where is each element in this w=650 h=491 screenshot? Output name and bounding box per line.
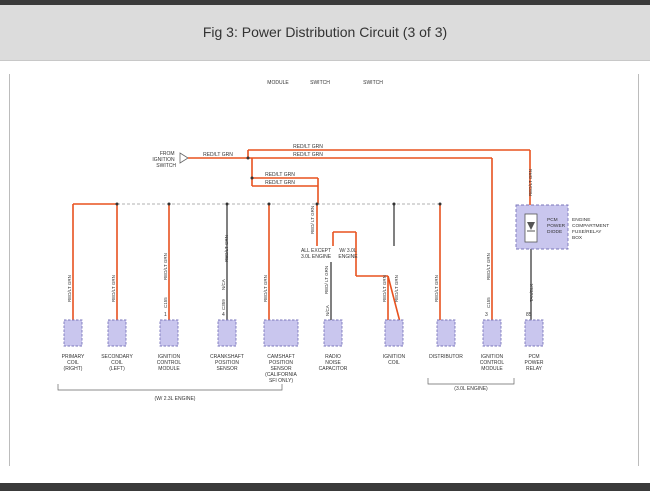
component-box-9 [524,319,544,347]
top-label-switch-1: SWITCH [310,80,330,86]
conn-label-c2: C155 [163,297,168,308]
wire-label-c6-b: RED/LT GRN [394,275,399,302]
wire-label-c9: TAN/BLK [529,284,534,302]
pin-c8: 3 [485,312,488,318]
wire-label-c0: RED/LT GRN [67,275,72,302]
conn-label-c3: C359 [221,299,226,310]
component-box-7 [436,319,456,347]
pin-labels: 1 4 3 85 [164,312,532,318]
wire-label-c4: RED/LT GRN [263,275,268,302]
splice-dots [115,156,442,206]
extra-label-c3: N/CA [221,279,226,290]
figure-header: Fig 3: Power Distribution Circuit (3 of … [0,5,650,61]
wire-label-feed-a: RED/LT GRN [203,152,233,158]
wire-label-c2: RED/LT GRN [163,253,168,280]
extra-label-c5: N/CA [325,305,330,316]
pin-c9: 85 [526,312,532,318]
figure-title: Fig 3: Power Distribution Circuit (3 of … [202,24,448,40]
red-wires [72,149,531,323]
component-box-0 [63,319,83,347]
wire-label-c6: RED/LT GRN [382,275,387,302]
engine-group-30: (3.0L ENGINE) [454,386,488,392]
component-box-4 [263,319,299,347]
conn-label-c8: C155 [486,297,491,308]
component-box-3 [217,319,237,347]
pin-c2: 1 [164,312,167,318]
engine-group-brackets [57,378,515,391]
dark-wires [226,204,532,322]
engine-group-23: (W/ 2.3L ENGINE) [155,396,196,402]
component-label-7: DISTRIBUTOR [429,354,463,360]
component-box-6 [384,319,404,347]
wire-label-red-lt-grn-v: RED/ LT GRN [310,206,315,234]
top-label-switch-2: SWITCH [363,80,383,86]
wire-label-c5: RED/ LT GRN [324,266,329,294]
wire-label-feed-d: RED/LT GRN [265,172,295,178]
top-bar [0,0,650,5]
component-box-5 [323,319,343,347]
component-box-8 [482,319,502,347]
component-boxes [63,319,544,347]
wire-label-pcm-feed: RED/LT GRN [528,169,533,196]
wire-label-c1: RED/LT GRN [111,275,116,302]
wire-label-c8: RED/LT GRN [486,253,491,280]
wire-label-feed-c: RED/LT GRN [293,152,323,158]
bottom-bar [0,483,650,491]
component-box-2 [159,319,179,347]
vertical-wire-labels: RED/LT GRN RED/LT GRN RED/LT GRN C155 RE… [67,169,534,316]
source-label: FROM IGNITION SWITCH [152,151,176,169]
wire-label-feed-b: RED/LT GRN [293,144,323,150]
top-label-module: MODULE [267,80,289,86]
pin-c3: 4 [222,312,225,318]
wire-label-c3: RED/LT GRN [224,235,229,262]
component-box-1 [107,319,127,347]
connector-arrow-icon [179,152,189,164]
wire-label-feed-e: RED/LT GRN [265,180,295,186]
diagram-panel [9,74,639,466]
wire-label-c7: RED/LT GRN [434,275,439,302]
diode-symbol-icon [527,222,535,230]
source-ignition-switch: FROM IGNITION SWITCH [152,151,189,169]
